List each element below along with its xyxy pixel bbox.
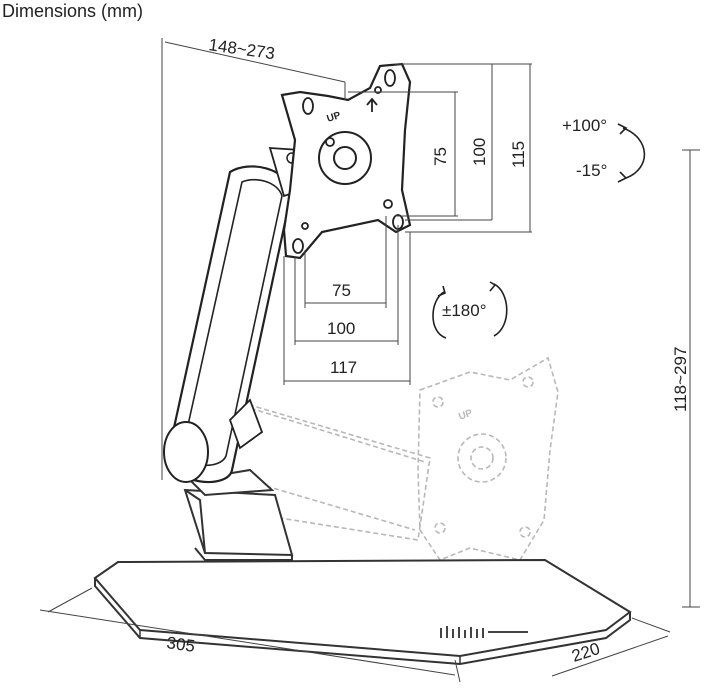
arm-pivot-joint [163, 421, 209, 483]
tilt-down-label: -15° [576, 161, 607, 180]
dimension-lines [39, 38, 700, 683]
plate-up-label: UP [326, 110, 343, 125]
stand-column [183, 468, 294, 561]
vesa-horizontal-100-label: 100 [327, 319, 355, 338]
diagram-title: Dimensions (mm) [2, 1, 143, 21]
vesa-vertical-100-label: 100 [470, 138, 489, 166]
height-range-label: 118~297 [671, 347, 690, 412]
main-arm [163, 147, 303, 484]
tilt-up-label: +100° [562, 116, 607, 135]
mounting-plate [280, 62, 412, 260]
vesa-horizontal-117-label: 117 [330, 358, 357, 377]
ghost-mounting-plate [417, 356, 559, 561]
base-logo-mark [440, 626, 528, 638]
vesa-horizontal-75-label: 75 [332, 281, 351, 300]
swivel-rotation-arrow-icon [432, 281, 508, 339]
ghost-plate-up-label: UP [457, 408, 474, 423]
vesa-vertical-115-label: 115 [509, 141, 528, 168]
vesa-vertical-75-label: 75 [431, 147, 450, 166]
tilt-rotation-arrow-icon [617, 123, 646, 183]
base-width-label: 305 [165, 633, 196, 656]
plate-up-arrow-icon [366, 97, 378, 112]
swivel-label: ±180° [442, 301, 487, 320]
plate-center-ring [318, 131, 372, 185]
